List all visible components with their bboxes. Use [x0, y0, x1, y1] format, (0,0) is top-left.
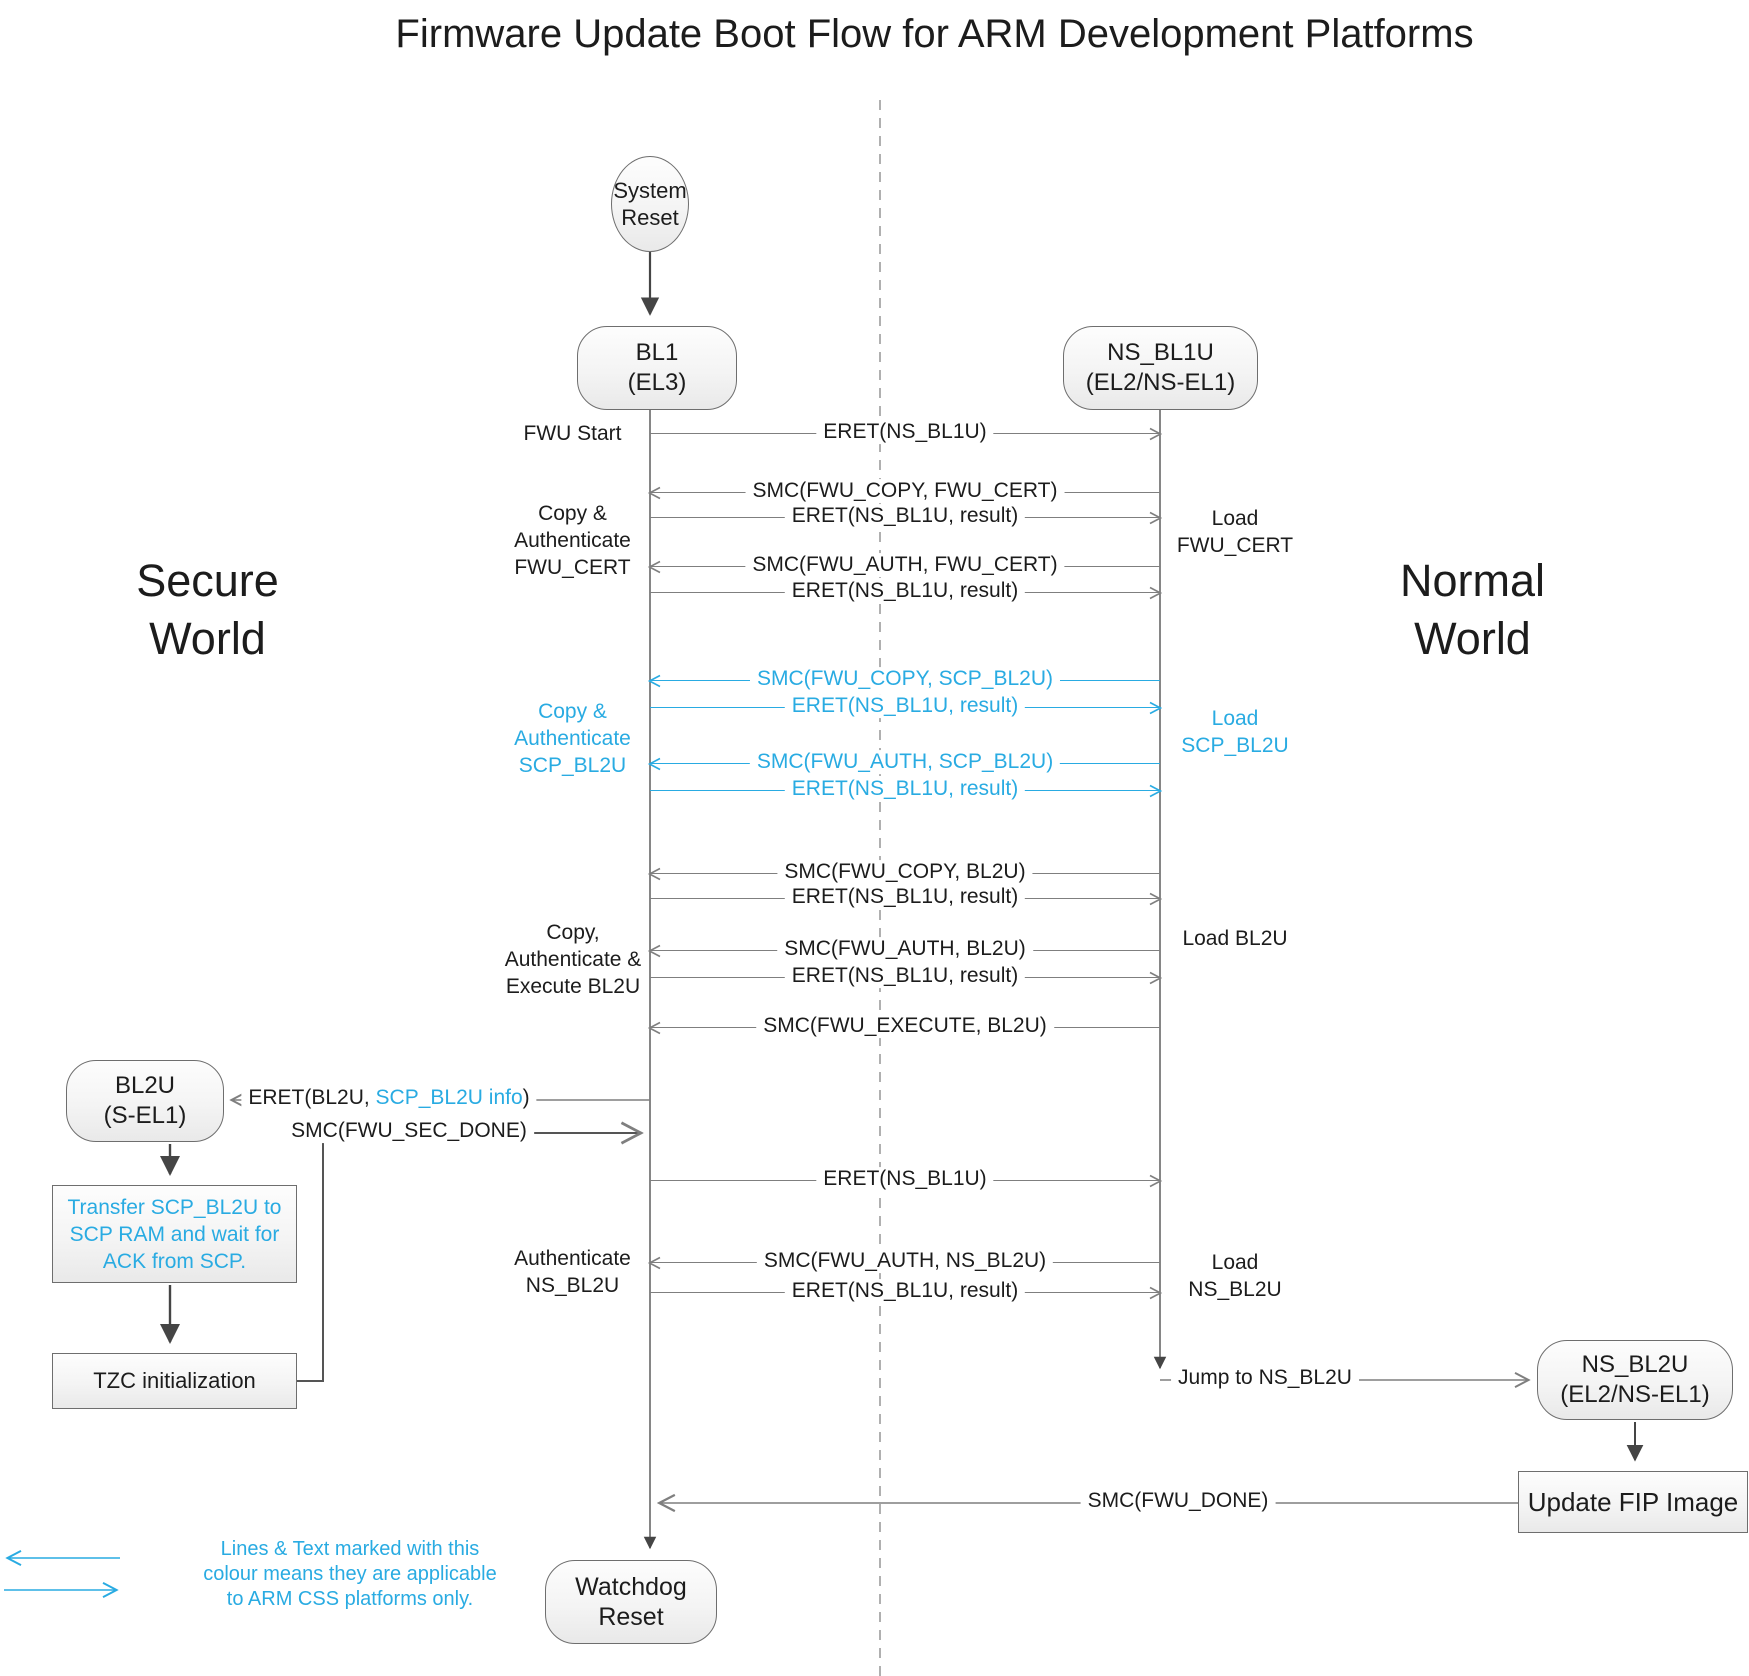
node-bl1: BL1 (EL3) — [577, 326, 737, 410]
node-tzc-initialization: TZC initialization — [52, 1353, 297, 1409]
page-title: Firmware Update Boot Flow for ARM Develo… — [395, 12, 1474, 56]
arrowhead-left-icon — [648, 1021, 661, 1035]
msg-eret-result-6: ERET(NS_BL1U, result) — [650, 964, 1162, 989]
message-label: ERET(NS_BL1U, result) — [784, 777, 1026, 802]
msg-smc-fwu-execute-bl2u: SMC(FWU_EXECUTE, BL2U) — [648, 1014, 1160, 1039]
arrowhead-right-icon — [1149, 971, 1162, 985]
msg-eret-result-4: ERET(NS_BL1U, result) — [650, 777, 1162, 802]
label-eret-bl2u: ERET(BL2U, SCP_BL2U info) — [241, 1086, 537, 1111]
message-label: ERET(NS_BL1U, result) — [784, 964, 1026, 989]
message-label: SMC(FWU_AUTH, FWU_CERT) — [745, 553, 1065, 578]
arrowhead-left-icon — [648, 757, 661, 771]
message-label: ERET(NS_BL1U, result) — [784, 579, 1026, 604]
label-fwu-start: FWU Start — [523, 422, 622, 445]
message-label: SMC(FWU_EXECUTE, BL2U) — [756, 1014, 1054, 1039]
msg-smc-fwu-auth-fwu-cert: SMC(FWU_AUTH, FWU_CERT) — [648, 553, 1160, 578]
label-smc-fwu-sec-done: SMC(FWU_SEC_DONE) — [284, 1119, 534, 1144]
label-eret-bl2u-post: ) — [522, 1086, 530, 1110]
label-eret-bl2u-blue: SCP_BL2U info — [375, 1086, 523, 1110]
arrowhead-right-icon — [1149, 1174, 1162, 1188]
label-load-bl2u: Load BL2U — [1182, 927, 1288, 950]
label-load-scp-bl2u: Load SCP_BL2U — [1181, 707, 1289, 757]
secure-world-label: Secure World — [136, 555, 279, 664]
msg-eret-result-1: ERET(NS_BL1U, result) — [650, 504, 1162, 529]
arrowhead-right-icon — [1149, 784, 1162, 798]
arrowhead-left-icon — [648, 1256, 661, 1270]
msg-eret-result-3: ERET(NS_BL1U, result) — [650, 694, 1162, 719]
label-copy-auth-scp-bl2u: Copy & Authenticate SCP_BL2U — [514, 700, 631, 777]
label-smc-fwu-done: SMC(FWU_DONE) — [1080, 1489, 1276, 1514]
msg-smc-fwu-copy-scp-bl2u: SMC(FWU_COPY, SCP_BL2U) — [648, 667, 1160, 692]
arrowhead-right-icon — [1149, 427, 1162, 441]
label-jump-to-ns-bl2u: Jump to NS_BL2U — [1171, 1366, 1359, 1391]
arrowhead-left-icon — [648, 674, 661, 688]
message-label: SMC(FWU_AUTH, NS_BL2U) — [756, 1249, 1054, 1274]
message-label: ERET(NS_BL1U) — [816, 420, 994, 445]
node-watchdog-reset: Watchdog Reset — [545, 1560, 717, 1644]
node-transfer-scp-bl2u: Transfer SCP_BL2U to SCP RAM and wait fo… — [52, 1185, 297, 1283]
arrowhead-right-icon — [1149, 511, 1162, 525]
arrowhead-left-icon — [648, 867, 661, 881]
label-load-fwu-cert: Load FWU_CERT — [1176, 507, 1294, 557]
msg-eret-ns-bl1u: ERET(NS_BL1U) — [650, 420, 1162, 445]
label-auth-ns-bl2u: Authenticate NS_BL2U — [514, 1247, 631, 1297]
msg-smc-fwu-auth-ns-bl2u: SMC(FWU_AUTH, NS_BL2U) — [648, 1249, 1160, 1274]
normal-world-label: Normal World — [1399, 555, 1546, 664]
message-label: SMC(FWU_COPY, SCP_BL2U) — [749, 667, 1061, 692]
message-label: ERET(NS_BL1U) — [816, 1167, 994, 1192]
msg-smc-fwu-auth-bl2u: SMC(FWU_AUTH, BL2U) — [648, 937, 1160, 962]
node-ns-bl2u: NS_BL2U (EL2/NS-EL1) — [1537, 1340, 1733, 1420]
label-eret-bl2u-pre: ERET(BL2U, — [248, 1086, 376, 1110]
arrowhead-right-icon — [1149, 892, 1162, 906]
label-load-ns-bl2u: Load NS_BL2U — [1188, 1251, 1282, 1301]
node-ns-bl1u: NS_BL1U (EL2/NS-EL1) — [1063, 326, 1258, 410]
label-copy-auth-fwu-cert: Copy & Authenticate FWU_CERT — [514, 502, 631, 579]
message-label: ERET(NS_BL1U, result) — [784, 1279, 1026, 1304]
msg-eret-result-7: ERET(NS_BL1U, result) — [650, 1279, 1162, 1304]
node-bl2u: BL2U (S-EL1) — [66, 1060, 224, 1142]
message-label: ERET(NS_BL1U, result) — [784, 885, 1026, 910]
msg-smc-fwu-auth-scp-bl2u: SMC(FWU_AUTH, SCP_BL2U) — [648, 750, 1160, 775]
label-copy-auth-exec-bl2u: Copy, Authenticate & Execute BL2U — [504, 921, 642, 998]
legend-text: Lines & Text marked with this colour mea… — [203, 1538, 497, 1610]
message-label: SMC(FWU_COPY, BL2U) — [777, 860, 1033, 885]
arrowhead-left-icon — [648, 560, 661, 574]
arrowhead-right-icon — [1149, 586, 1162, 600]
arrowhead-right-icon — [1149, 701, 1162, 715]
arrowhead-left-icon — [648, 944, 661, 958]
msg-smc-fwu-copy-bl2u: SMC(FWU_COPY, BL2U) — [648, 860, 1160, 885]
message-label: SMC(FWU_COPY, FWU_CERT) — [745, 479, 1065, 504]
msg-smc-fwu-copy-fwu-cert: SMC(FWU_COPY, FWU_CERT) — [648, 479, 1160, 504]
arrowhead-right-icon — [1149, 1286, 1162, 1300]
message-label: ERET(NS_BL1U, result) — [784, 504, 1026, 529]
message-label: SMC(FWU_AUTH, SCP_BL2U) — [749, 750, 1061, 775]
msg-eret-result-5: ERET(NS_BL1U, result) — [650, 885, 1162, 910]
arrowhead-left-icon — [648, 486, 661, 500]
msg-eret-result-2: ERET(NS_BL1U, result) — [650, 579, 1162, 604]
message-label: SMC(FWU_AUTH, BL2U) — [777, 937, 1033, 962]
node-update-fip-image: Update FIP Image — [1518, 1471, 1748, 1533]
message-label: ERET(NS_BL1U, result) — [784, 694, 1026, 719]
node-system-reset: System Reset — [611, 156, 689, 252]
msg-eret-ns-bl1u-2: ERET(NS_BL1U) — [650, 1167, 1162, 1192]
